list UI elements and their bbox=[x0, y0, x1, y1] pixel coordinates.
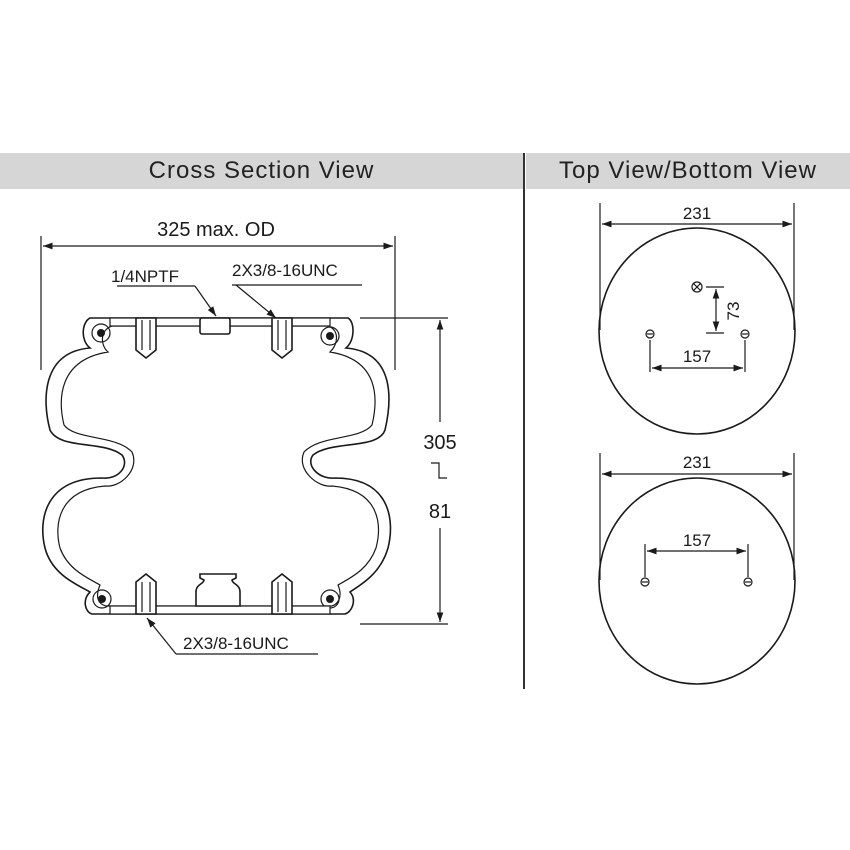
height-min-label: 81 bbox=[429, 501, 451, 523]
od-label: 325 max. OD bbox=[157, 219, 275, 241]
top-view: 231 73 157 bbox=[598, 203, 796, 435]
bead-ring-bottom-left bbox=[92, 589, 112, 609]
bead-ring-top-right bbox=[320, 326, 340, 346]
cross-section-title: Cross Section View bbox=[148, 157, 375, 184]
top-bottom-view-header: Top View/Bottom View bbox=[526, 153, 850, 189]
top-port-symbol bbox=[691, 281, 703, 293]
bottom-view: 231 157 bbox=[598, 453, 796, 685]
air-port-fitting bbox=[199, 317, 231, 335]
bellows-inner-contour bbox=[57, 325, 379, 607]
bottom-bolt-hole-left bbox=[640, 577, 650, 587]
cross-section-header: Cross Section View bbox=[0, 153, 523, 189]
top-bolt-hole-right bbox=[740, 329, 750, 339]
top-stud-right bbox=[271, 317, 293, 360]
bead-ring-bottom-right bbox=[320, 589, 340, 609]
height-range-symbol bbox=[431, 462, 447, 479]
port-leader bbox=[194, 285, 217, 317]
top-stud-left bbox=[135, 317, 157, 360]
top-thread-label: 2X3/8-16UNC bbox=[232, 261, 338, 280]
bottom-stud-right bbox=[271, 572, 293, 615]
cross-section-view: 325 max. OD 1/4NPTF 2X3/8-16UNC 305 81 2… bbox=[40, 219, 457, 655]
view-divider bbox=[523, 153, 525, 689]
bottom-diameter-label: 231 bbox=[683, 453, 711, 472]
bottom-bolt-hole-right bbox=[743, 577, 753, 587]
bottom-view-outline bbox=[598, 477, 796, 685]
top-view-outline bbox=[598, 227, 796, 435]
bead-ring-top-left bbox=[91, 323, 111, 343]
bellows-outer-contour bbox=[42, 317, 392, 615]
bottom-stud-left bbox=[135, 572, 157, 615]
bottom-thread-leader bbox=[146, 617, 177, 655]
internal-bumper bbox=[195, 573, 241, 607]
top-bolt-spacing-label: 157 bbox=[683, 347, 711, 366]
port-label: 1/4NPTF bbox=[111, 267, 179, 286]
height-max-label: 305 bbox=[423, 432, 456, 454]
bottom-thread-label: 2X3/8-16UNC bbox=[183, 634, 289, 653]
top-diameter-label: 231 bbox=[683, 204, 711, 223]
top-bottom-view-title: Top View/Bottom View bbox=[559, 157, 817, 184]
top-bolt-hole-left bbox=[645, 329, 655, 339]
bottom-bolt-spacing-label: 157 bbox=[683, 531, 711, 550]
port-offset-label: 73 bbox=[724, 302, 743, 321]
top-thread-leader bbox=[235, 284, 277, 319]
